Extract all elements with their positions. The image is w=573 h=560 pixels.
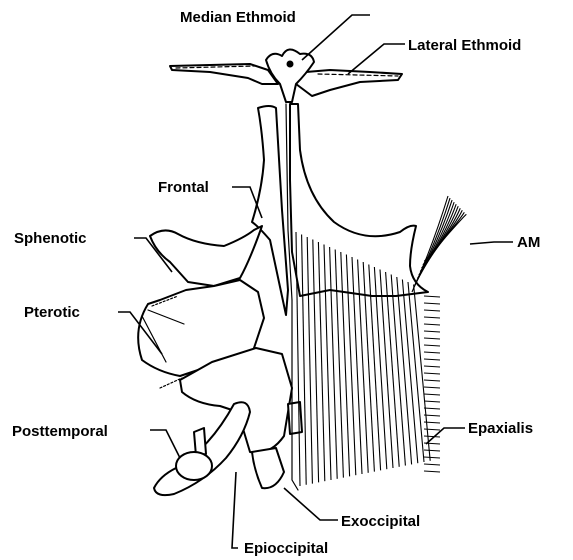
epaxialis-comb-fiber [424,310,440,311]
pterotic-hatch-2 [160,378,182,388]
leader-posttemporal [150,430,180,458]
epaxial-fiber [374,267,386,469]
epaxialis-comb-fiber [424,352,440,353]
epaxialis-comb-fiber [424,324,440,325]
epaxialis-comb-fiber [424,394,440,395]
lateral-ethmoid-wing-left [170,64,278,84]
posttemporal-knob [176,452,212,480]
epaxialis-comb-fiber [424,387,440,388]
epaxialis-comb-fiber [424,436,440,437]
leader-am [470,242,513,244]
epaxialis-comb-fiber [424,296,440,297]
label-lateral-ethmoid: Lateral Ethmoid [408,37,521,54]
label-exoccipital: Exoccipital [341,513,420,530]
label-frontal: Frontal [158,179,209,196]
epaxialis-comb-fiber [424,457,440,458]
epaxialis-comb-fiber [424,380,440,381]
leader-median-ethmoid [302,15,370,60]
label-epaxialis: Epaxialis [468,420,533,437]
epaxialis-comb-fiber [424,345,440,346]
epaxial-fiber [380,270,393,469]
exoccipital-tab [288,402,302,434]
exoccipital-bone [252,448,284,488]
epaxialis-comb-fiber [424,359,440,360]
epaxialis-comb-fiber [424,331,440,332]
label-epioccipital: Epioccipital [244,540,328,557]
am-muscle-fiber [424,214,466,261]
frontal-right [290,104,428,296]
sphenotic-bone [150,226,262,286]
epaxialis-comb-fiber [424,401,440,402]
epaxial-fiber [386,272,400,467]
epaxialis-comb-fiber [424,471,440,472]
leader-exoccipital [284,488,338,520]
epaxialis-comb-fiber [424,450,440,451]
leader-lateral-ethmoid [348,44,405,74]
label-sphenotic: Sphenotic [14,230,87,247]
epaxialis-comb-fiber [424,464,440,465]
median-ethmoid-dot [287,61,294,68]
epaxialis-comb-fiber [424,408,440,409]
label-median-ethmoid: Median Ethmoid [180,9,296,26]
label-am: AM [517,234,540,251]
epaxial-fiber [391,275,405,466]
epaxialis-comb-fiber [424,303,440,304]
frontal-left [252,106,288,315]
epaxialis-comb-fiber [424,429,440,430]
epaxialis-comb-fiber [424,317,440,318]
epaxialis-comb-fiber [424,338,440,339]
epaxialis-comb-fiber [424,373,440,374]
label-pterotic: Pterotic [24,304,80,321]
label-posttemporal: Posttemporal [12,423,108,440]
epaxialis-comb-fiber [424,366,440,367]
leader-epioccipital [232,472,238,548]
